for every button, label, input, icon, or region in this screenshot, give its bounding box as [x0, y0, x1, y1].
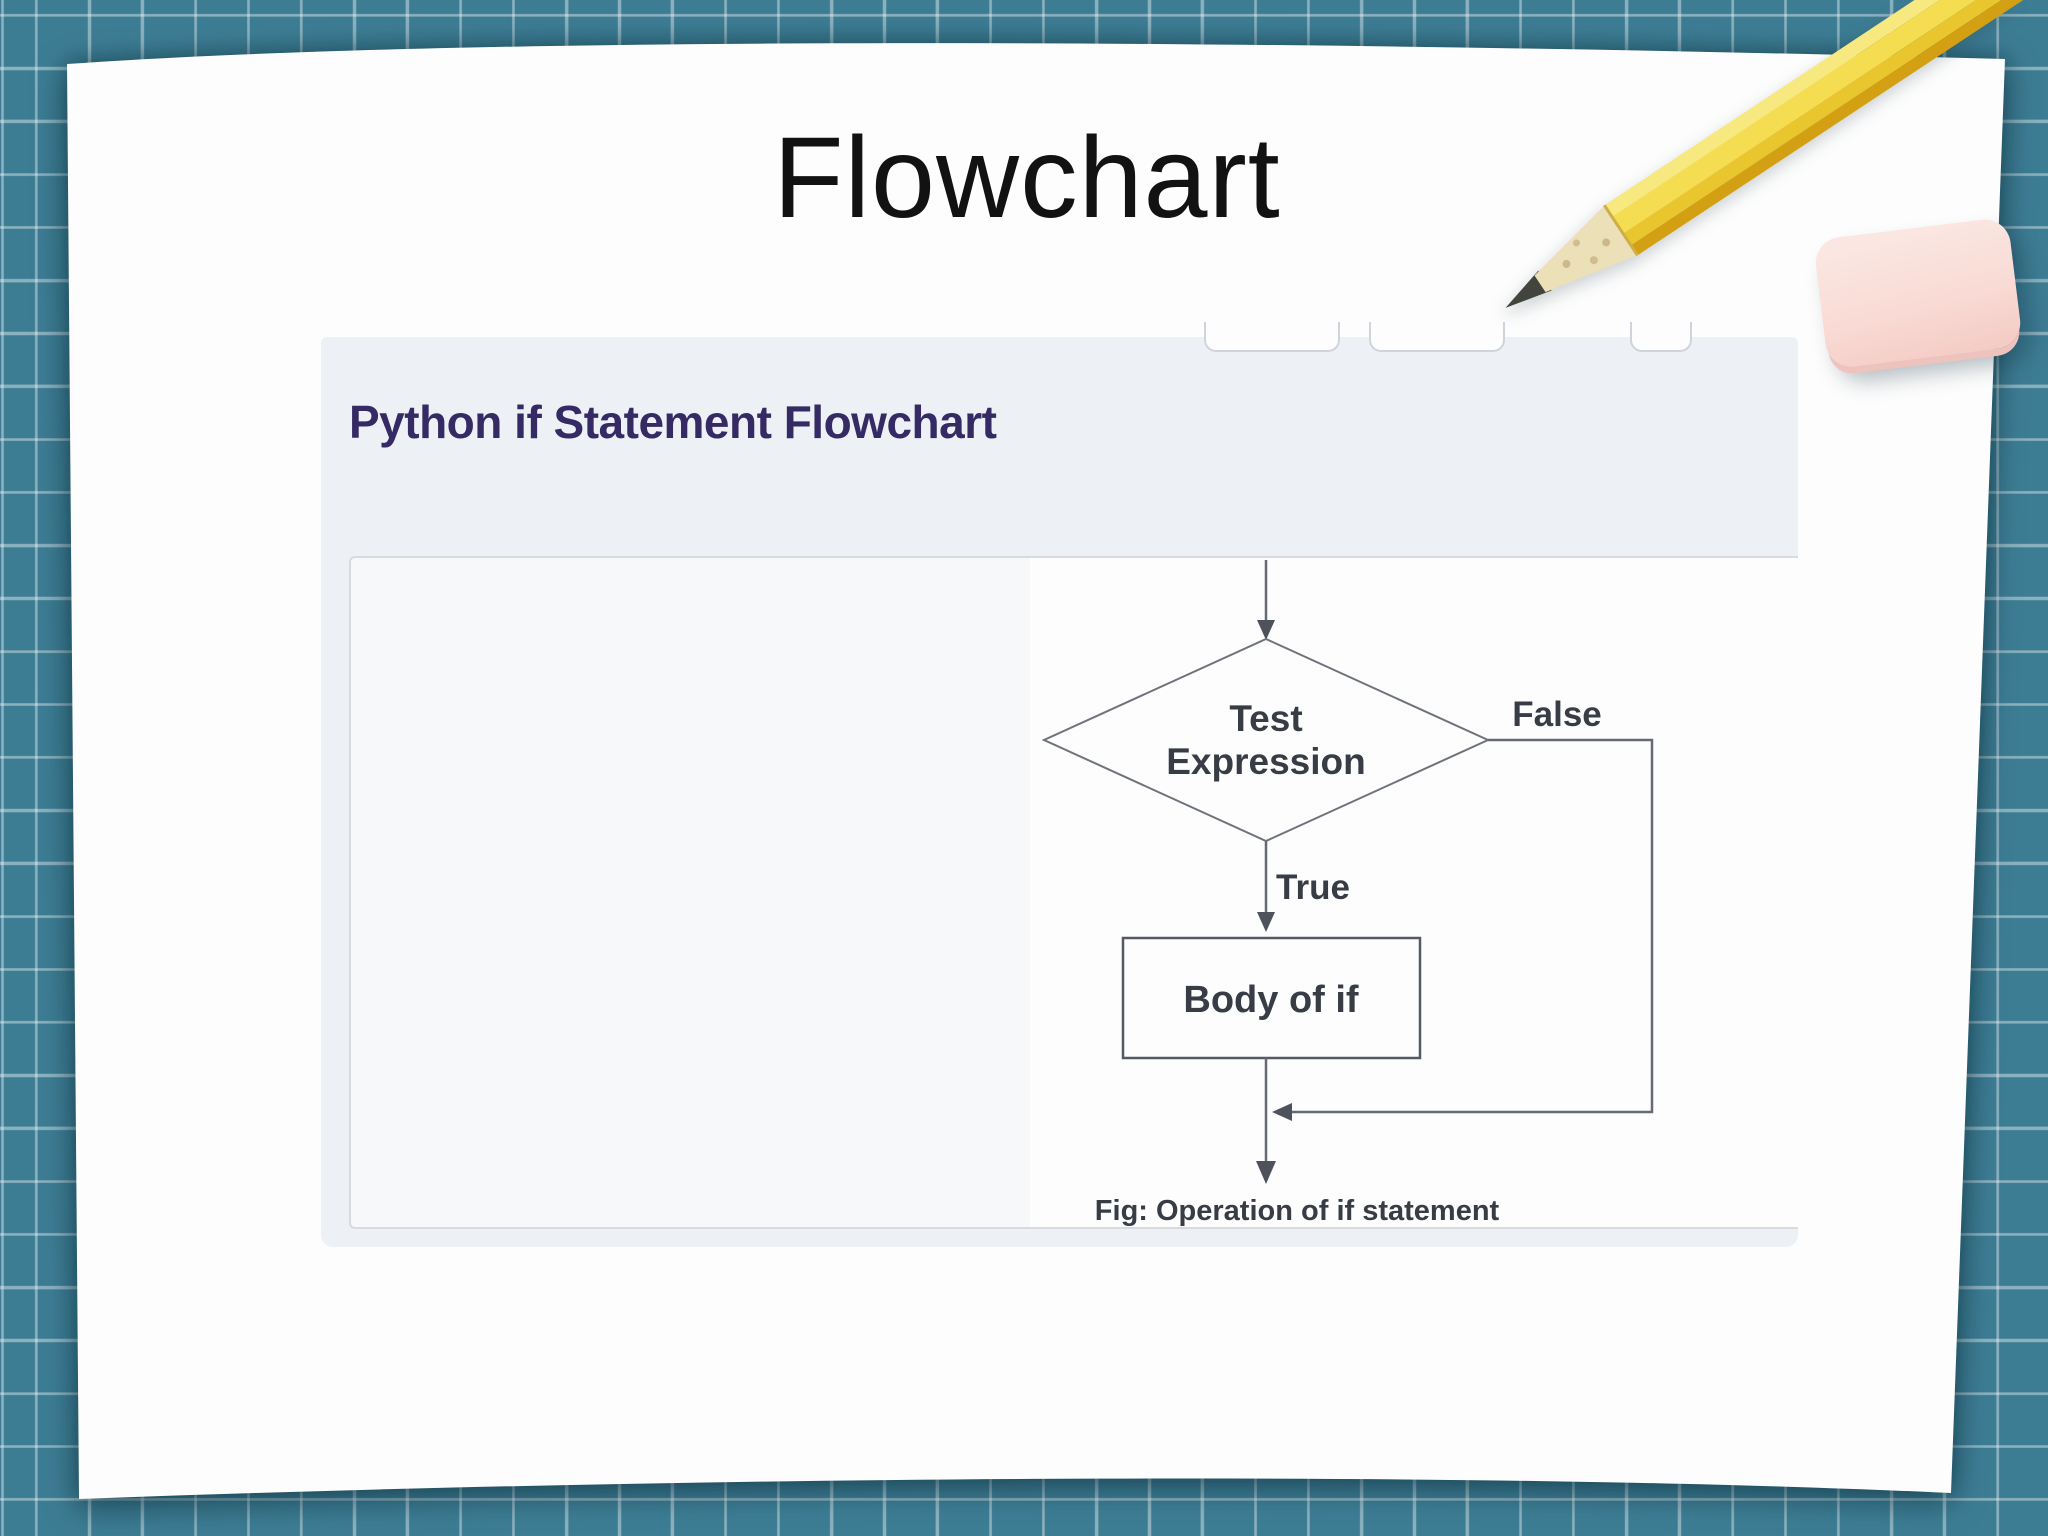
page-heading: Python if Statement Flowchart — [349, 396, 997, 448]
tab-remnant — [1369, 322, 1505, 352]
tab-remnant — [1204, 322, 1340, 352]
webpage-screenshot: Python if Statement Flowchart — [321, 337, 1798, 1247]
tab-remnant — [1630, 322, 1692, 352]
slide-title: Flowchart — [773, 114, 1281, 242]
eraser-icon — [1812, 216, 2024, 370]
flowchart-figure-background — [1030, 558, 1798, 1227]
diagram-panel — [349, 556, 1798, 1229]
